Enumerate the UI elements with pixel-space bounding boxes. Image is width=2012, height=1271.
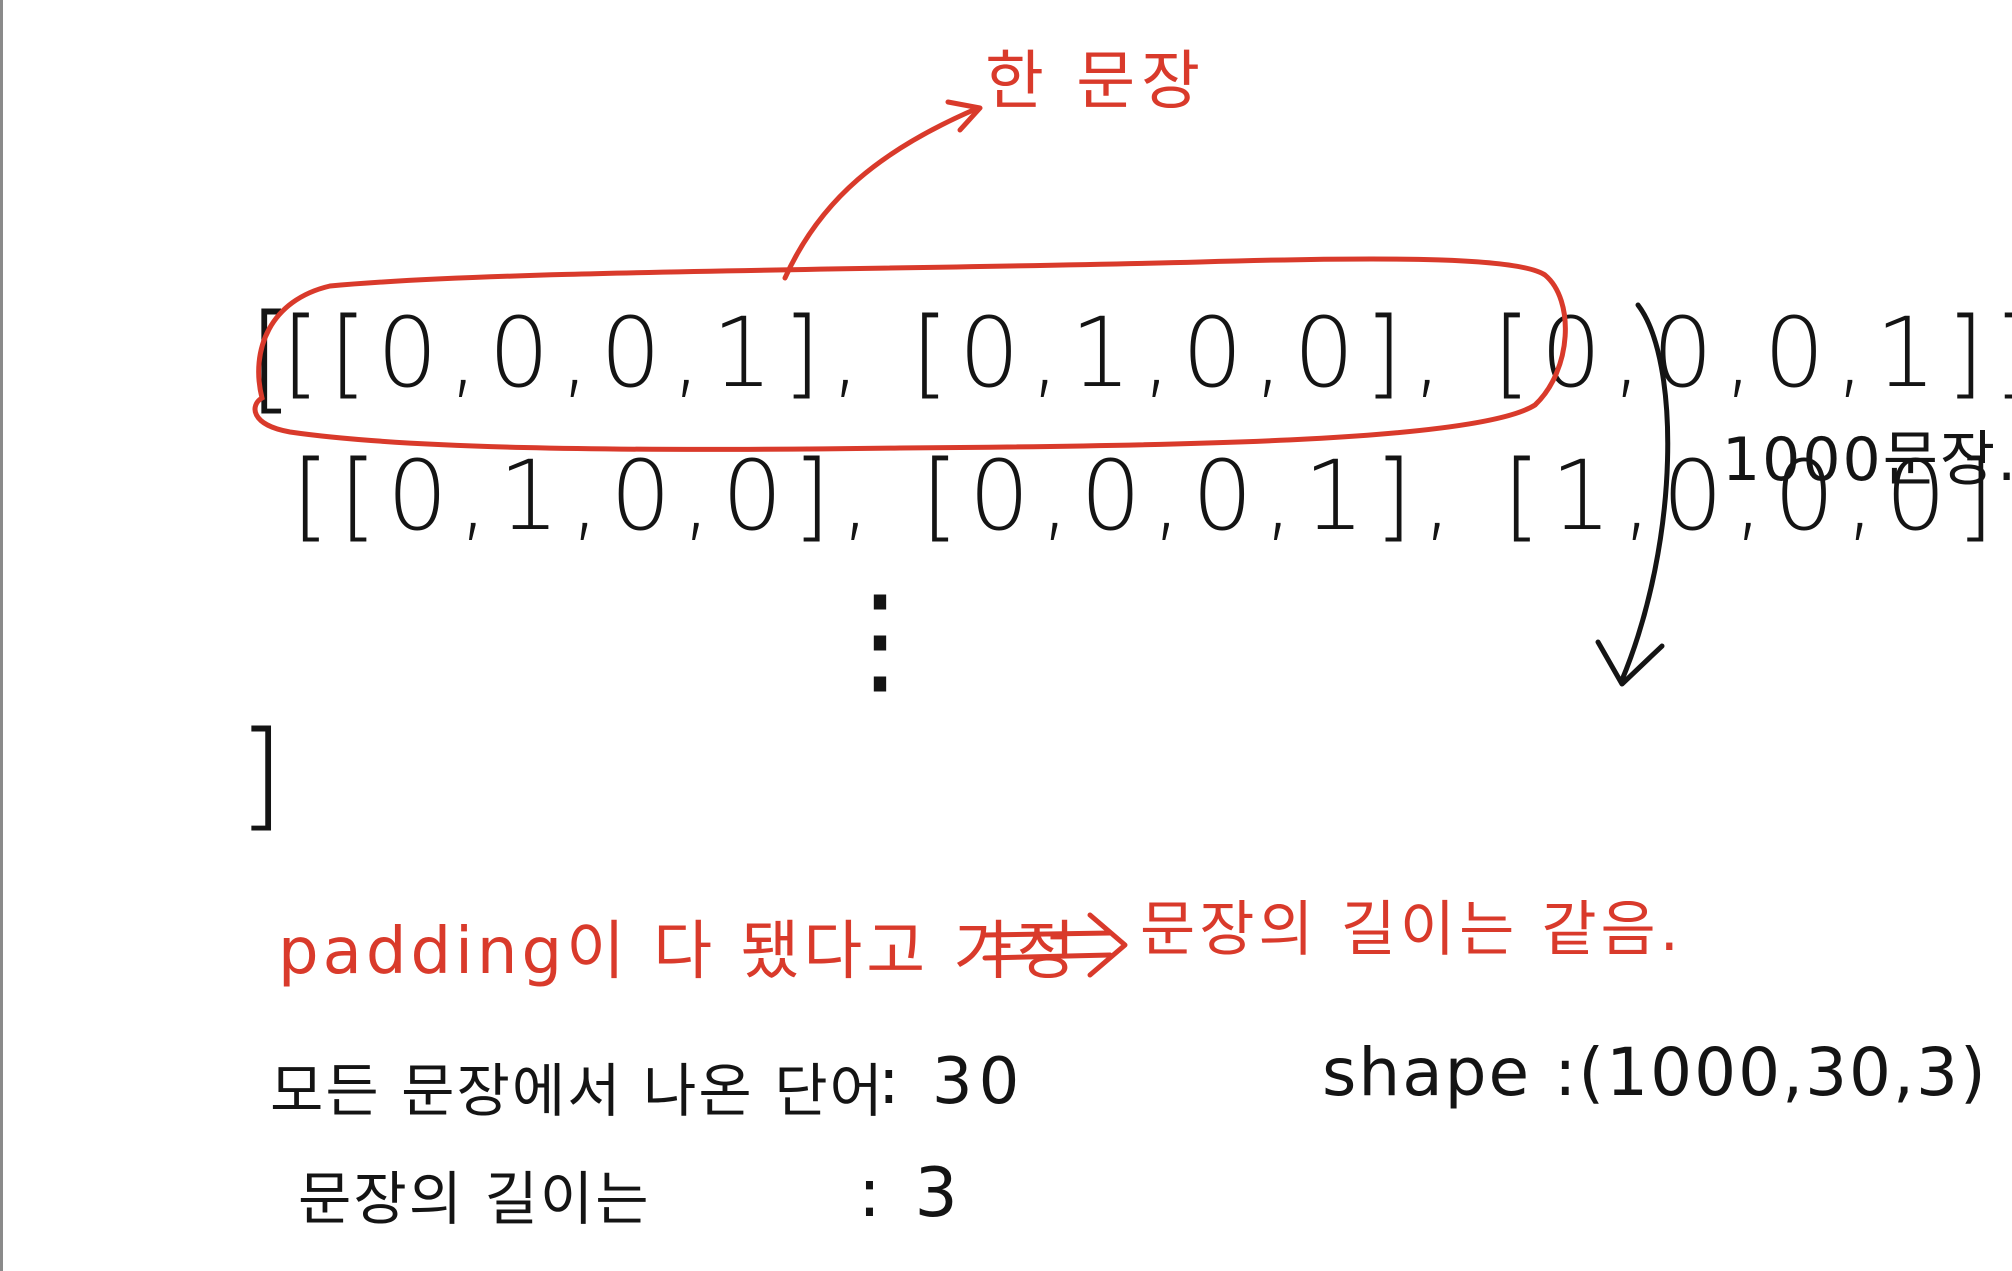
left-edge-divider — [0, 0, 3, 1271]
vocab-size-label: 모든 문장에서 나온 단어 — [270, 1057, 885, 1125]
sentence-highlight-loop — [252, 256, 1568, 452]
equal-length-result: 문장의 길이는 같음. — [1140, 895, 1683, 965]
sentence-length-value: : 3 — [858, 1154, 964, 1233]
padding-assumption-note: padding이 다 됐다고 가정 — [278, 915, 1080, 989]
sentence-annotation-label: 한 문장 — [985, 45, 1206, 119]
ellipsis-vertical: ⋮ — [820, 570, 946, 709]
implies-arrow-head — [1087, 912, 1128, 978]
array-row-2: [[0,1,0,0], [0,0,0,1], [1,0,0,0]], — [292, 440, 2012, 552]
sentence-count-arrow-line — [1619, 302, 1671, 683]
vocab-size-value: : 30 — [878, 1045, 1026, 1119]
tensor-shape-label: shape :(1000,30,3) — [1322, 1034, 1988, 1111]
outer-open-bracket: [ — [248, 288, 301, 426]
implies-arrow-bottom — [982, 952, 1113, 961]
sentence-arrow-head — [945, 99, 983, 133]
array-row-1: [[0,0,0,1], [0,1,0,0], [0,0,0,1]], — [282, 297, 2012, 409]
sentence-length-label: 문장의 길이는 — [298, 1165, 651, 1233]
outer-close-bracket: ] — [238, 705, 291, 843]
implies-arrow-top — [982, 930, 1113, 938]
sentence-count-label: 1000문장. — [1722, 425, 2012, 495]
sentence-arrow-curve — [782, 105, 981, 281]
sentence-count-arrow-head — [1595, 639, 1665, 687]
